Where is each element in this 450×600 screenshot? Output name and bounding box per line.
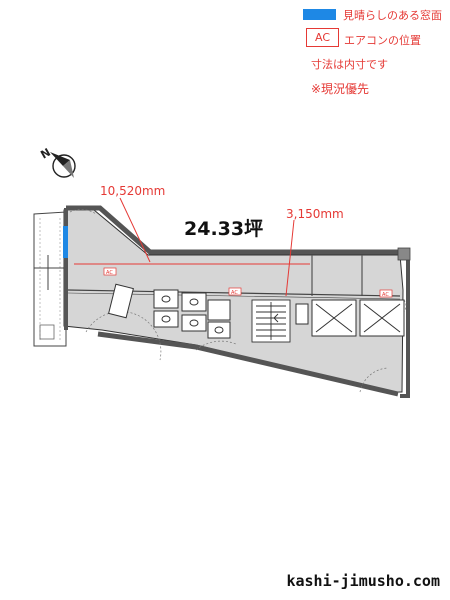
ac-legend-label: エアコンの位置 bbox=[344, 34, 421, 47]
ac-marker-3: AC bbox=[382, 292, 389, 298]
area-label: 24.33坪 bbox=[184, 218, 263, 240]
stairwell bbox=[251, 299, 291, 343]
ac-markers: AC AC AC bbox=[103, 267, 393, 298]
dimension-note: 寸法は内寸です bbox=[311, 58, 388, 71]
window-legend-label: 見晴らしのある窓面 bbox=[343, 9, 442, 22]
view-window bbox=[63, 226, 68, 258]
office-floor bbox=[63, 205, 411, 398]
ac-marker-2: AC bbox=[231, 290, 238, 296]
ac-legend-box: AC bbox=[306, 28, 339, 47]
dimension-width-short: 3,150mm bbox=[286, 207, 344, 221]
north-label: N bbox=[38, 146, 52, 162]
site-url: kashi-jimusho.com bbox=[286, 572, 440, 590]
restrooms bbox=[108, 283, 231, 339]
dimension-width-long: 10,520mm bbox=[100, 184, 165, 198]
north-arrow-icon: N bbox=[38, 146, 76, 178]
balcony bbox=[33, 211, 67, 347]
ac-marker-1: AC bbox=[106, 270, 113, 276]
window-legend-swatch bbox=[303, 9, 336, 20]
dimension-lines bbox=[74, 197, 310, 297]
elevators bbox=[295, 299, 405, 337]
priority-note: ※現況優先 bbox=[311, 82, 370, 96]
